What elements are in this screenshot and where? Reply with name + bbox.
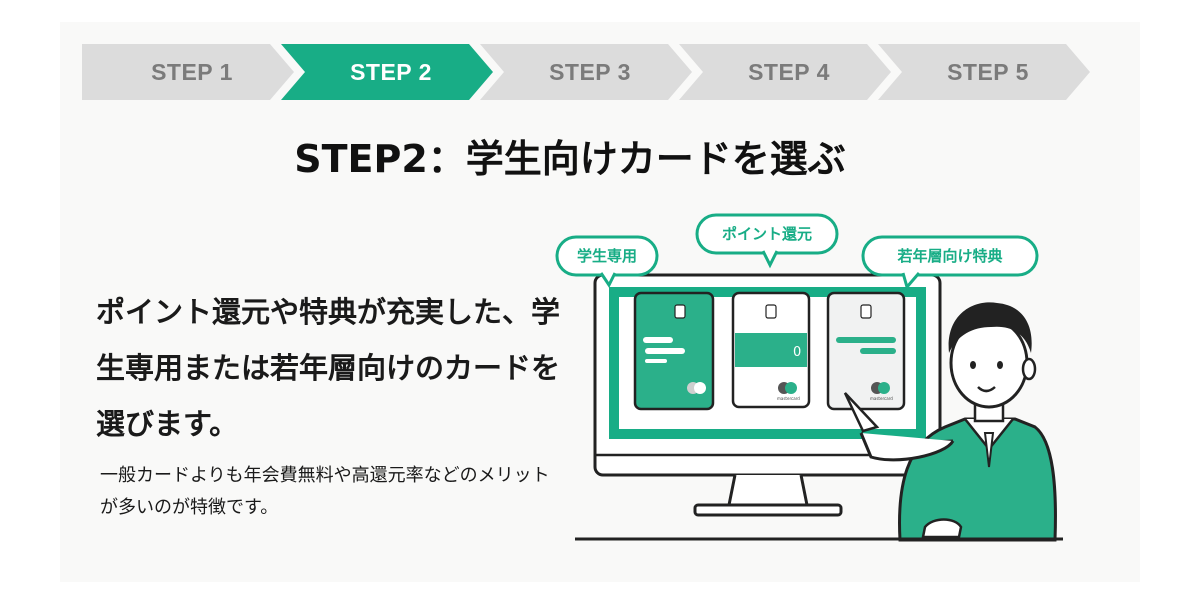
card-brand-text: mastercard	[870, 396, 893, 401]
lead-text: ポイント還元や特典が充実した、学生専用または若年層向けのカードを選びます。	[96, 295, 561, 441]
step-1-label: STEP 1	[151, 58, 233, 85]
step-3-label: STEP 3	[549, 58, 631, 85]
step-1[interactable]: STEP 1	[82, 44, 294, 100]
step-3[interactable]: STEP 3	[480, 44, 692, 100]
page-title: STEP2：学生向けカードを選ぶ	[294, 137, 846, 181]
step-5-label: STEP 5	[947, 58, 1029, 85]
speech-bubble-points: ポイント還元	[695, 213, 839, 269]
step-progress-bar: STEP 1 STEP 2 STEP 3 STEP 4 STEP 5	[82, 44, 1090, 100]
label-points: ポイント還元	[722, 225, 812, 243]
card-icon-gray: mastercard	[826, 291, 906, 411]
label-student: 学生専用	[577, 247, 637, 265]
speech-bubble-student: 学生専用	[555, 235, 659, 288]
step-4[interactable]: STEP 4	[679, 44, 891, 100]
card-brand-text: mastercard	[777, 396, 800, 401]
step-5[interactable]: STEP 5	[878, 44, 1090, 100]
card-number-glyph: 0	[793, 345, 801, 360]
card-icon-white-band: 0 mastercard	[731, 291, 811, 409]
illustration-person-pointing-at-monitor-cards: 0 mastercard mastercard 学生専用 ポイント還元	[555, 213, 1063, 542]
step-2-label: STEP 2	[350, 58, 432, 85]
sub-text: 一般カードよりも年会費無料や高還元率などのメリットが多いのが特徴です。	[100, 465, 550, 518]
step-2[interactable]: STEP 2	[281, 44, 493, 100]
speech-bubble-youth: 若年層向け特典	[861, 235, 1039, 291]
label-youth: 若年層向け特典	[896, 247, 1002, 265]
person-icon	[843, 302, 1057, 542]
card-icon-green	[633, 291, 715, 411]
step-4-label: STEP 4	[748, 58, 830, 85]
